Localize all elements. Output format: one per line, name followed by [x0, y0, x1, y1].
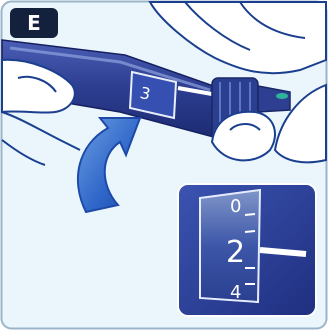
dial-number-2: 2 [226, 235, 245, 270]
dial-number-4: 4 [230, 282, 241, 303]
zoom-pointer [260, 250, 306, 254]
pen-tip-green [276, 93, 288, 99]
step-badge: E [10, 8, 58, 38]
dial-number-0: 0 [230, 196, 241, 217]
